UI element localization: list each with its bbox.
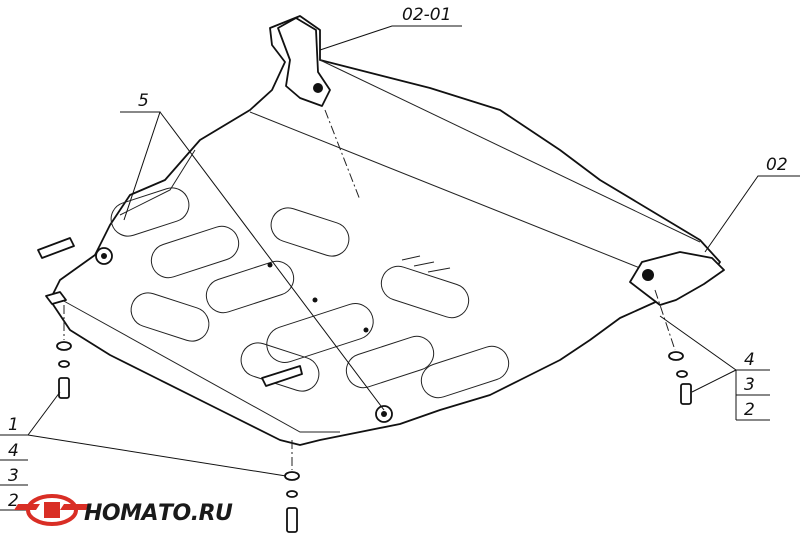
spring-washer xyxy=(58,360,70,368)
callout-right-2: 2 xyxy=(744,400,755,420)
bracket-02 xyxy=(629,251,725,306)
bracket-02-01 xyxy=(277,17,331,107)
callout-left-2: 2 xyxy=(8,491,19,511)
spring-washer xyxy=(286,490,298,498)
axis-right-bolt xyxy=(654,289,676,351)
callout-left-1: 1 xyxy=(8,415,19,435)
vent-mark xyxy=(427,267,451,273)
bolt xyxy=(680,383,692,405)
plate-side-lip xyxy=(119,149,196,216)
logo-wing-left xyxy=(14,504,40,510)
callout-5: 5 xyxy=(138,91,149,111)
logo-wing-right xyxy=(60,504,90,510)
logo-text: НОМАТО.RU xyxy=(84,501,233,526)
plate-rear-edge xyxy=(319,59,701,243)
bolt xyxy=(286,507,298,533)
spring-washer xyxy=(676,370,688,378)
slot xyxy=(266,303,374,363)
fastener-front xyxy=(284,471,300,533)
skid-plate xyxy=(49,15,721,446)
washer xyxy=(56,341,72,351)
plate-outline xyxy=(49,15,721,446)
plate-front-lip xyxy=(61,299,340,433)
vent-mark xyxy=(413,261,435,267)
slot xyxy=(130,292,210,342)
hole-small xyxy=(267,262,273,268)
slot xyxy=(205,260,295,314)
leader-02 xyxy=(704,175,800,253)
logo-emblem-bar xyxy=(44,502,60,518)
fastener-left xyxy=(56,341,72,399)
leader-5-b xyxy=(159,111,385,411)
leader-lines xyxy=(0,25,800,511)
washer xyxy=(284,471,300,481)
callout-left-3: 3 xyxy=(8,466,19,486)
grommet-left-center xyxy=(101,253,107,259)
tab-left xyxy=(37,237,75,259)
bracket-right-hole xyxy=(642,269,654,281)
slot xyxy=(270,207,350,257)
stack-right-lines xyxy=(735,370,770,421)
bracket-right-body xyxy=(629,251,725,306)
slot xyxy=(380,265,470,319)
stamped-slots xyxy=(110,187,510,399)
callout-right-4: 4 xyxy=(744,350,755,370)
bracket-top-hole xyxy=(313,83,323,93)
leader-right-stack-b xyxy=(691,369,737,393)
grommet-front-center xyxy=(381,411,387,417)
plate-bend-line xyxy=(249,111,641,269)
leader-02-01 xyxy=(319,25,462,51)
tab-middle xyxy=(261,365,303,387)
homato-logo: НОМАТО.RU xyxy=(14,494,234,526)
slot xyxy=(110,187,190,237)
mount-grommets xyxy=(95,247,393,423)
tab-front-left xyxy=(45,291,67,305)
slot xyxy=(420,345,510,399)
hole-small xyxy=(312,297,318,303)
vent-marks xyxy=(401,255,451,273)
callout-02: 02 xyxy=(766,155,788,175)
washer xyxy=(668,351,684,361)
hole-small xyxy=(363,327,369,333)
callout-right-3: 3 xyxy=(744,375,755,395)
vent-mark xyxy=(401,255,421,261)
callout-left-4: 4 xyxy=(8,441,19,461)
slot xyxy=(150,225,240,279)
slot xyxy=(345,335,435,389)
bolt xyxy=(58,377,70,399)
leader-left-stack-b xyxy=(27,434,287,477)
axis-top-bolt xyxy=(324,109,361,201)
callout-02-01: 02-01 xyxy=(402,5,451,25)
fastener-right xyxy=(668,351,692,405)
